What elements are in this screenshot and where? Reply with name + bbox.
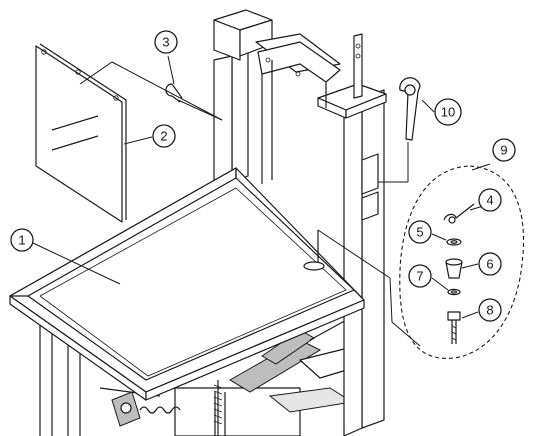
callout-7-label: 7 xyxy=(416,269,423,284)
callout-9: 9 xyxy=(492,138,516,162)
washer xyxy=(446,238,462,246)
callout-10: 10 xyxy=(434,98,462,126)
main-column xyxy=(317,33,387,436)
lock-washer xyxy=(447,288,461,296)
callout-8: 8 xyxy=(478,298,502,322)
callout-5-label: 5 xyxy=(416,225,423,240)
callout-4: 4 xyxy=(478,188,502,212)
callout-7: 7 xyxy=(408,264,432,288)
callout-5: 5 xyxy=(408,220,432,244)
cotter-pin xyxy=(165,83,183,103)
callout-2: 2 xyxy=(152,124,176,148)
callout-6-label: 6 xyxy=(486,257,493,272)
bottom-bracket xyxy=(99,387,181,427)
bolt xyxy=(447,311,461,344)
upright-frame xyxy=(213,9,341,191)
callout-1: 1 xyxy=(10,228,34,252)
wrench xyxy=(399,77,421,141)
threaded-rod xyxy=(213,380,223,436)
callout-8-label: 8 xyxy=(486,303,493,318)
callout-10-label: 10 xyxy=(441,105,455,120)
callout-4-label: 4 xyxy=(486,193,493,208)
side-panel xyxy=(35,43,127,223)
callout-6: 6 xyxy=(478,252,502,276)
hardware-kit xyxy=(399,165,525,359)
callout-9-label: 9 xyxy=(500,143,507,158)
callout-3-label: 3 xyxy=(162,35,169,50)
callout-2-label: 2 xyxy=(160,129,167,144)
callout-1-label: 1 xyxy=(18,233,25,248)
bushing xyxy=(445,258,463,279)
leader-lines xyxy=(32,55,491,347)
clip xyxy=(443,203,475,224)
tray xyxy=(9,167,365,401)
callout-3: 3 xyxy=(154,30,178,54)
